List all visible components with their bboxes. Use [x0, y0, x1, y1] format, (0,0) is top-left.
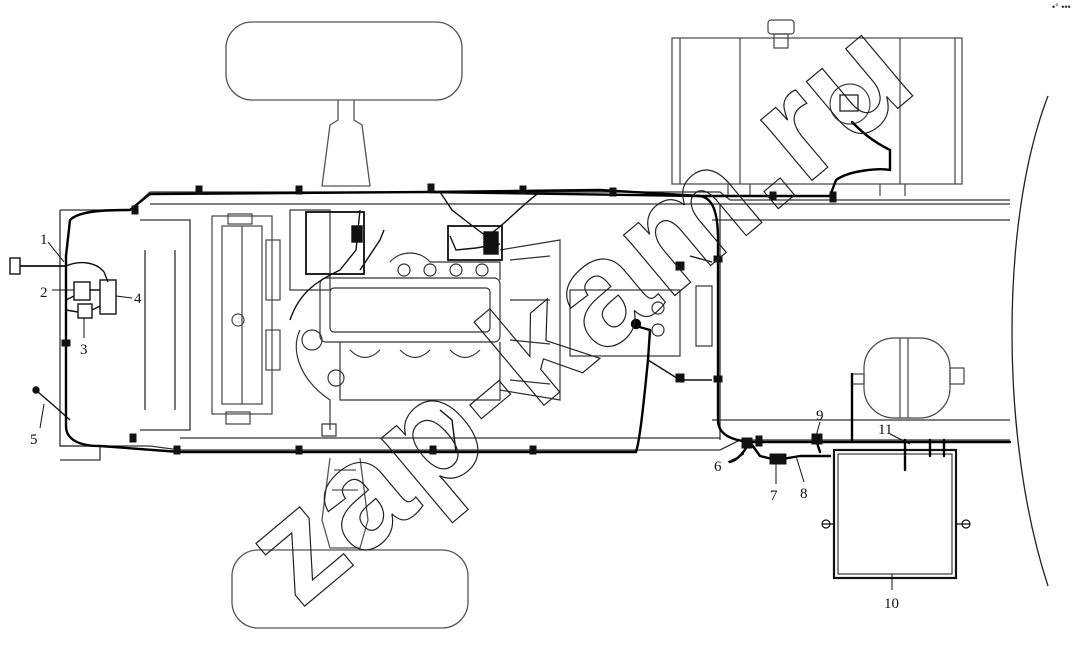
callout-5: 5 [30, 432, 38, 448]
fuel-sender-unit [829, 83, 871, 125]
battery-box [821, 448, 971, 580]
component-2-relay [73, 281, 91, 301]
callout-2: 2 [40, 285, 48, 301]
radiator [211, 213, 281, 425]
leader-4 [115, 295, 133, 299]
leader-9 [815, 421, 821, 437]
callout-9: 9 [816, 408, 824, 424]
callout-1: 1 [40, 232, 48, 248]
component-1-connector [9, 257, 21, 275]
callout-3: 3 [80, 342, 88, 358]
component-3-sensor [77, 303, 93, 319]
component-5-lead [37, 391, 71, 421]
component-10-battery [832, 448, 958, 580]
callout-4: 4 [134, 291, 142, 307]
callout-10: 10 [884, 596, 899, 612]
leader-1 [47, 241, 65, 263]
leader-6 [727, 453, 745, 463]
corner-mark: •° ••• [1052, 2, 1071, 12]
callout-6: 6 [714, 459, 722, 475]
callout-7: 7 [770, 488, 778, 504]
leader-11 [889, 433, 911, 445]
callout-11: 11 [878, 422, 892, 438]
leader-5 [39, 403, 45, 429]
fuel-tank [671, 19, 963, 196]
wheel-top-left [225, 21, 463, 101]
front-components [9, 257, 117, 421]
axle-upper [321, 100, 371, 187]
air-tank [851, 337, 965, 419]
leader-8 [795, 455, 805, 483]
callout-labels: 1 2 3 4 5 6 7 8 9 10 11 [30, 232, 899, 612]
wheel-bottom-left [231, 549, 469, 629]
axle-lower [321, 457, 369, 549]
component-4-module [99, 279, 117, 315]
leader-lines [39, 241, 911, 590]
front-axle-group [225, 21, 469, 629]
relay-boxes [305, 211, 503, 275]
harness-clips [61, 183, 837, 465]
callout-8: 8 [800, 486, 808, 502]
